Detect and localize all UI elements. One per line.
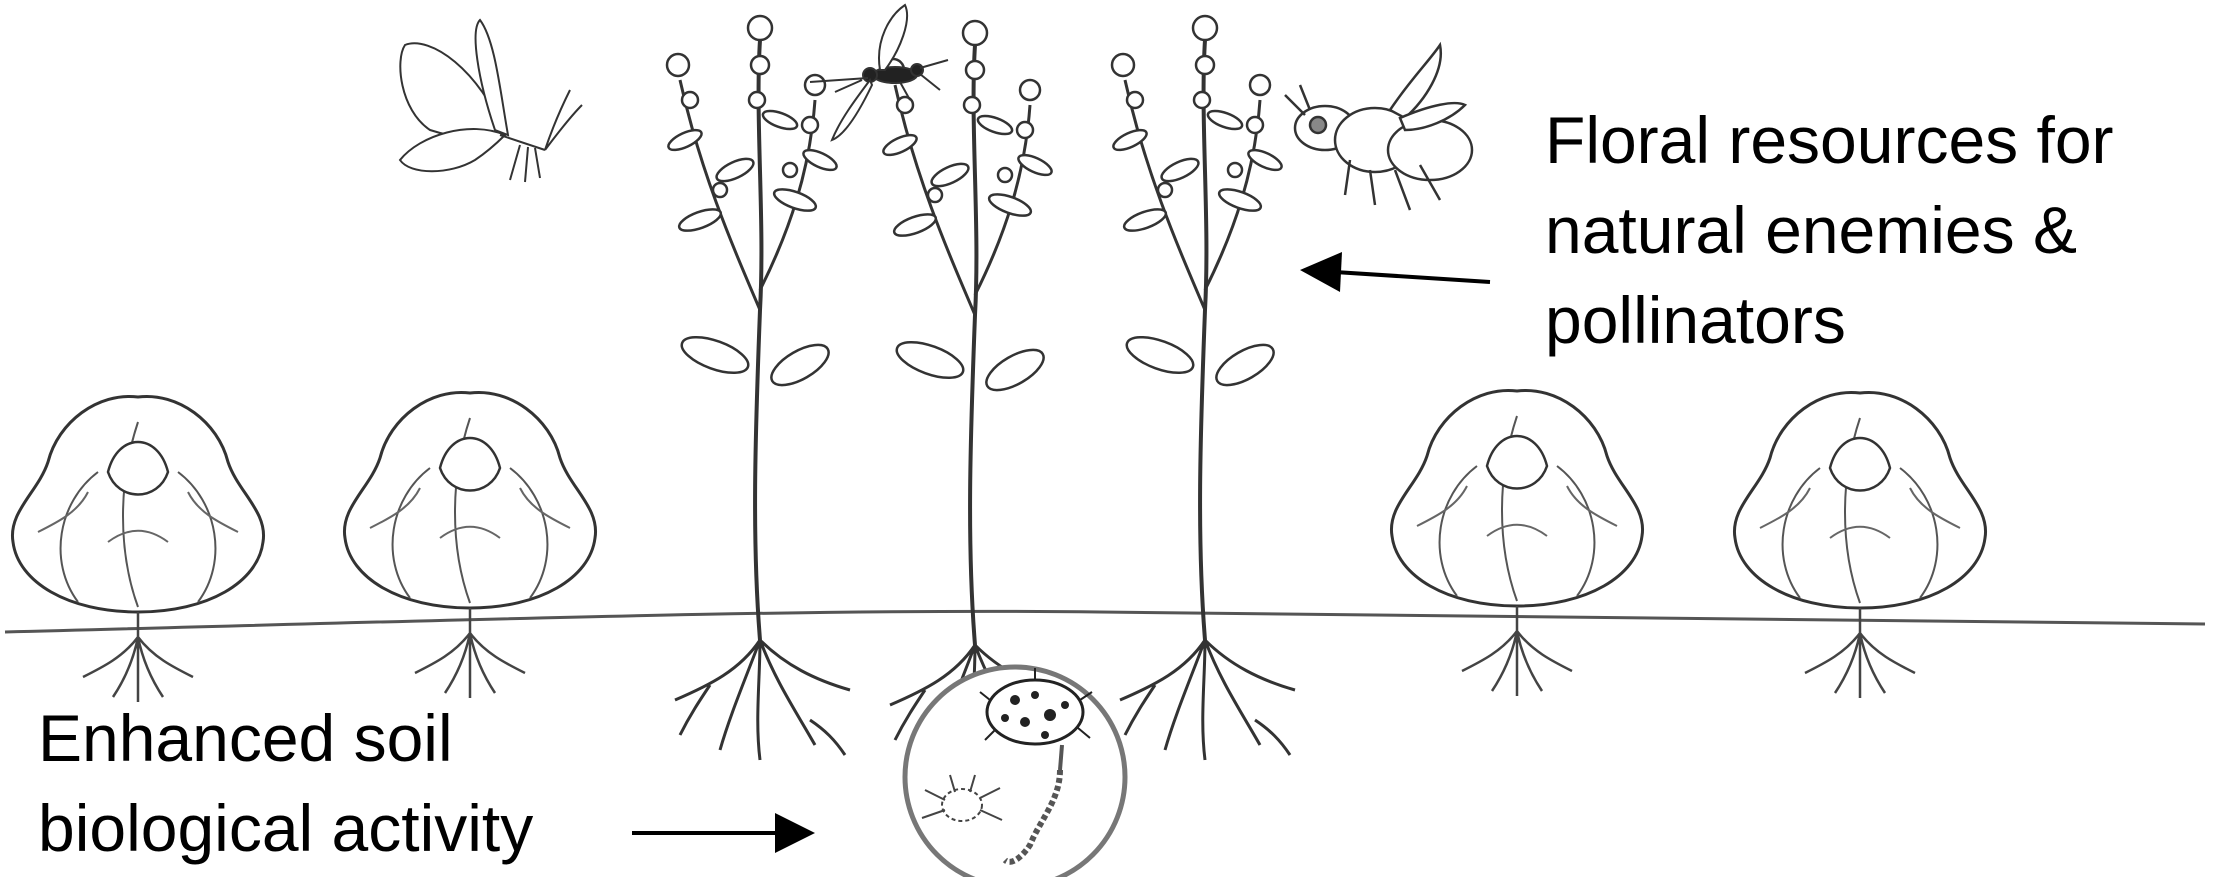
soil-magnifier [902,664,1128,877]
floral-label-line: Floral resources for [1545,103,2114,177]
bee-icon [1284,41,1474,211]
bacterium-icon [979,668,1093,746]
lettuce-icon [1389,388,1645,698]
fungal-hypha-icon [1002,744,1064,865]
flowering-herb-icon [878,19,1067,767]
flowering-herb-icon [1108,14,1297,762]
lettuce-icon [10,394,266,704]
flowering-herb-icon [663,14,852,762]
floral-resources-label: Floral resources for natural enemies & p… [1545,95,2114,365]
soil-label-line: Enhanced soil [38,701,453,775]
floral-label-line: natural enemies & [1545,193,2077,267]
butterfly-icon [398,18,583,183]
parasitoid-wasp-icon [809,3,949,142]
arrow-icon [632,813,815,853]
lettuce-icon [1732,390,1988,700]
arrow-icon [1300,252,1491,292]
lettuce-icon [342,390,598,700]
floral-label-line: pollinators [1545,283,1846,357]
soil-activity-label: Enhanced soil biological activity [38,693,533,873]
soil-label-line: biological activity [38,791,534,865]
mite-icon [921,774,1003,822]
ground-line [4,609,2206,634]
